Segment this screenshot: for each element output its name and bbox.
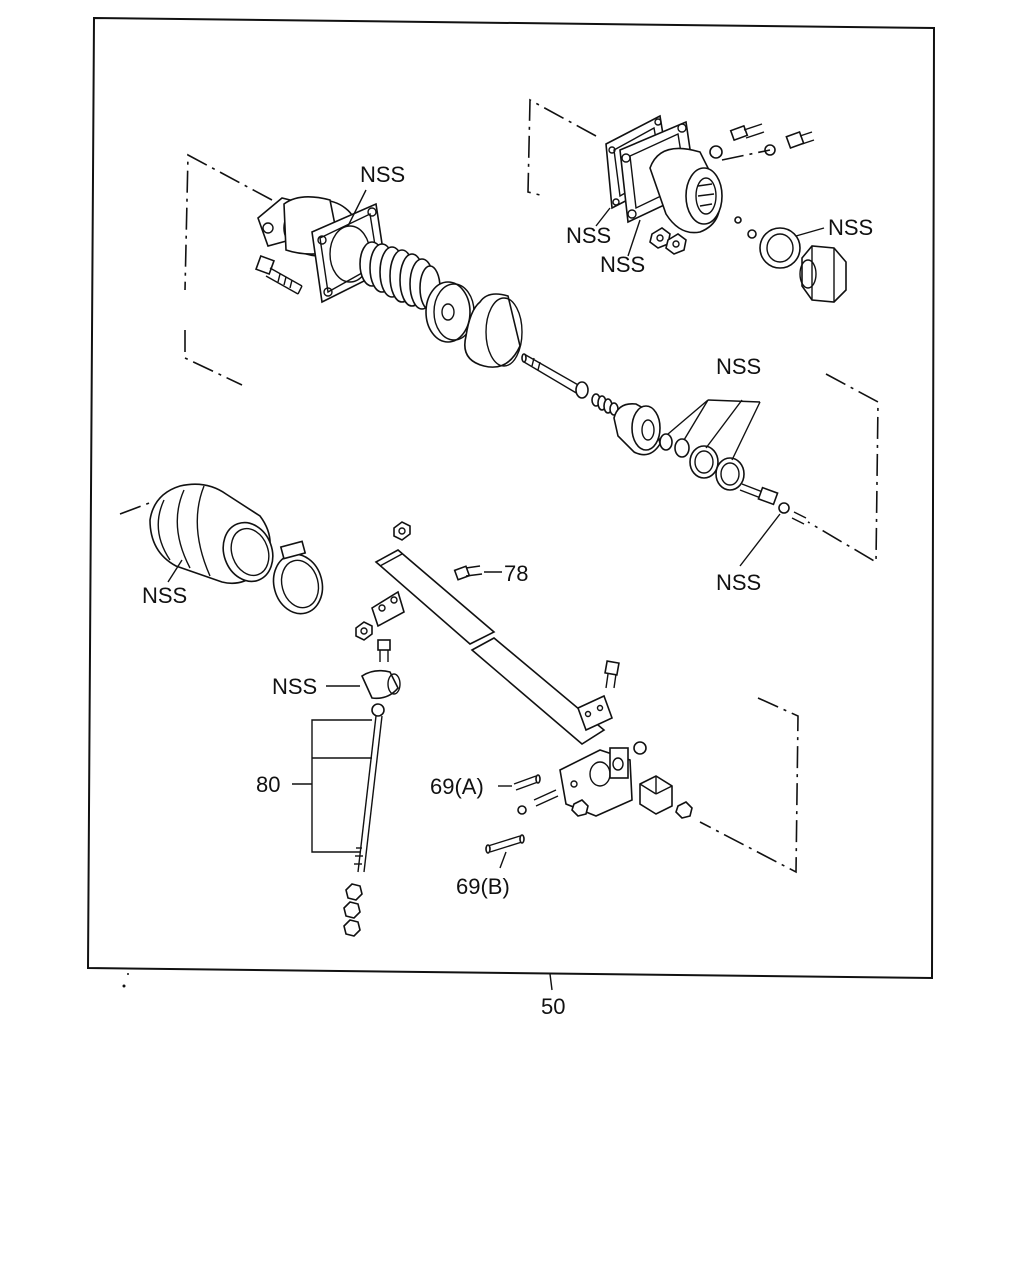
label-nss-flange-b: NSS [600,252,645,277]
small-screw-center [377,639,391,662]
leader-nss-boot [167,559,183,583]
plug-gasket-ring [759,227,801,269]
label-part-78: 78 [504,561,528,586]
label-part-69b: 69(B) [456,874,510,899]
lever-screw [604,660,620,689]
piston [613,402,661,456]
dash-bracket-left [184,153,273,291]
label-part-69a: 69(A) [430,774,484,799]
dash-bracket-right [807,373,879,564]
boot-clamp-group: NSS [119,483,324,615]
dash-bracket-left-lower [184,330,243,386]
rubber-boot [149,483,274,585]
label-part-80: 80 [256,772,280,797]
label-nss-bushing: NSS [272,674,317,699]
seal-ring-a-inner [694,450,714,474]
label-nss-nut: NSS [716,570,761,595]
leader-assembly-50 [549,973,553,991]
label-assembly-50: 50 [541,994,565,1019]
left-nut [355,621,373,641]
dash-bracket-top [527,98,597,196]
leader-nss-rings-2 [683,399,709,441]
lever-arm-upper [374,549,496,645]
lever-linkage-group: 78 NSS [256,521,799,937]
nut-right [675,801,693,819]
leader-nss-rings-1 [667,399,709,435]
lever-top-nut [393,521,411,541]
linkage-rod [354,703,385,873]
small-ball-b [747,229,757,239]
drain-plug [799,245,847,303]
screw-upper-b [764,130,815,156]
leader-nss-flange-a [595,207,611,227]
small-ball-a [734,216,742,224]
leader-nss-housing [347,189,367,227]
leader-nss-flange-b [627,219,641,257]
pin-69b [485,834,525,854]
flange-housing [619,120,723,234]
dash-bracket-lower-right [699,697,799,874]
nut-lower [571,799,589,817]
dash-boot-axis [119,501,153,515]
small-nut-clevis [633,741,647,755]
piston-assembly-group: NSS NSS [521,353,879,595]
flange-housing-group: NSS NSS NSS [527,98,873,303]
rod-nuts [343,883,363,937]
bellows-spring [359,241,441,311]
lever-end-plate [576,694,614,732]
small-spring [591,393,619,416]
seal-small-b [674,438,690,458]
cube-block [639,775,673,815]
label-nss-flange-a: NSS [566,223,611,248]
lever-bracket [371,590,405,628]
flange-nuts [649,227,687,255]
clevis-bracket [559,747,633,817]
scan-speck [122,984,126,988]
leader-nss-rings-4 [731,401,761,461]
clevis-pin [517,789,559,815]
seal-small-a [659,433,673,451]
screw-upper-a [709,123,765,159]
label-nss-rings: NSS [716,354,761,379]
leader-nss-nut [739,513,781,567]
spring-seat-washer [425,281,475,343]
scan-speck-2 [127,973,129,975]
label-nss-plug: NSS [828,215,873,240]
dash-screw-axis [721,149,771,161]
bolt-78 [453,565,483,581]
bracket-part-80 [311,719,372,853]
bushing [360,669,401,700]
housing-bolt [255,255,303,295]
piston-cap [464,293,523,368]
diagram-frame [86,16,936,980]
bleeder-screw [739,483,807,525]
lever-arm-lower [470,637,606,745]
pin-69a [513,774,541,791]
leader-part-69b [499,851,507,869]
push-rod [521,353,589,399]
housing-bellows-group: NSS [184,153,523,386]
label-nss-boot: NSS [142,583,187,608]
leader-nss-rings-3 [705,399,743,449]
seal-ring-b-inner [720,462,740,486]
leader-nss-plug [795,227,825,237]
label-nss-housing: NSS [360,162,405,187]
leader-nss-rings-bar [707,399,761,403]
hose-clamp [272,540,324,615]
